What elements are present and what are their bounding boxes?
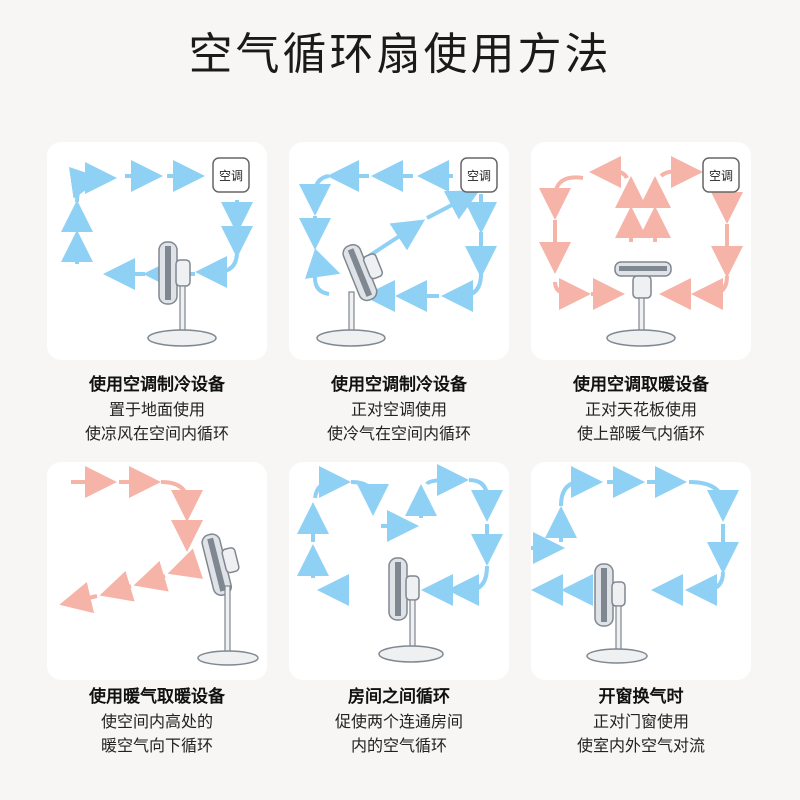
panel-heater-circulation (47, 462, 267, 680)
caption-title: 开窗换气时 (598, 687, 684, 707)
caption-title: 使用暖气取暖设备 (89, 687, 225, 707)
panel-ceiling-heating: 空调 (531, 142, 751, 360)
caption-line: 正对空调使用 (350, 400, 447, 419)
fan-icon (378, 557, 444, 663)
ac-unit-icon: 空调 (212, 157, 250, 193)
panel-room-to-room (289, 462, 509, 680)
page-title: 空气循环扇使用方法 (188, 29, 612, 80)
caption-line: 内的空气循环 (350, 736, 447, 755)
airflow-arrows (299, 160, 497, 312)
illustration-heater-circulation (59, 466, 259, 666)
fan-stand (224, 585, 231, 655)
illustration-ceiling-heating: 空调 (539, 156, 743, 347)
panel-window-ventilation (531, 462, 751, 680)
caption-facing-ac-cooling: 使用空调制冷设备 正对空调使用 使冷气在空间内循环 (274, 372, 524, 446)
fan-icon (147, 241, 217, 347)
caption-line: 促使两个连通房间 (334, 712, 463, 731)
airflow-arrows (59, 466, 204, 614)
ac-unit-icon: 空调 (702, 157, 740, 193)
fan-icon (201, 533, 240, 596)
ac-unit-icon: 空调 (460, 157, 498, 193)
caption-title: 使用空调制冷设备 (331, 375, 467, 395)
caption-ceiling-heating: 使用空调取暖设备 正对天花板使用 使上部暖气内循环 (516, 372, 766, 446)
caption-heater-circulation: 使用暖气取暖设备 使空间内高处的 暖空气向下循环 (32, 684, 282, 758)
caption-line: 暖空气向下循环 (100, 736, 213, 755)
caption-line: 使凉风在空间内循环 (84, 424, 229, 443)
fan-base (316, 329, 386, 347)
illustration-facing-ac-cooling: 空调 (299, 157, 498, 347)
airflow-arrows (539, 156, 743, 310)
fan-icon (606, 261, 676, 347)
caption-floor-cooling: 使用空调制冷设备 置于地面使用 使凉风在空间内循环 (32, 372, 282, 446)
illustration-floor-cooling: 空调 (61, 157, 253, 347)
caption-title: 使用空调取暖设备 (573, 375, 709, 395)
airflow-arrows (61, 160, 253, 290)
caption-line: 使冷气在空间内循环 (326, 424, 471, 443)
fan-icon (342, 243, 384, 302)
caption-line: 使空间内高处的 (100, 712, 213, 731)
caption-line: 置于地面使用 (108, 400, 205, 419)
caption-line: 使上部暖气内循环 (576, 424, 705, 443)
caption-line: 正对天花板使用 (584, 400, 697, 419)
svg-text:空调: 空调 (219, 169, 243, 183)
panel-facing-ac-cooling: 空调 (289, 142, 509, 360)
caption-line: 正对门窗使用 (592, 712, 689, 731)
caption-room-to-room: 房间之间循环 促使两个连通房间 内的空气循环 (274, 684, 524, 758)
caption-title: 房间之间循环 (348, 687, 450, 707)
fan-icon (586, 563, 648, 664)
svg-text:空调: 空调 (709, 169, 733, 183)
panel-floor-cooling: 空调 (47, 142, 267, 360)
illustration-window-ventilation (531, 466, 739, 664)
airflow-arrows (297, 464, 503, 606)
airflow-arrows (531, 466, 739, 606)
caption-title: 使用空调制冷设备 (89, 375, 225, 395)
caption-line: 使室内外空气对流 (576, 736, 705, 755)
illustration-room-to-room (297, 464, 503, 663)
svg-text:空调: 空调 (467, 169, 491, 183)
caption-window-ventilation: 开窗换气时 正对门窗使用 使室内外空气对流 (516, 684, 766, 758)
fan-base (197, 650, 259, 666)
